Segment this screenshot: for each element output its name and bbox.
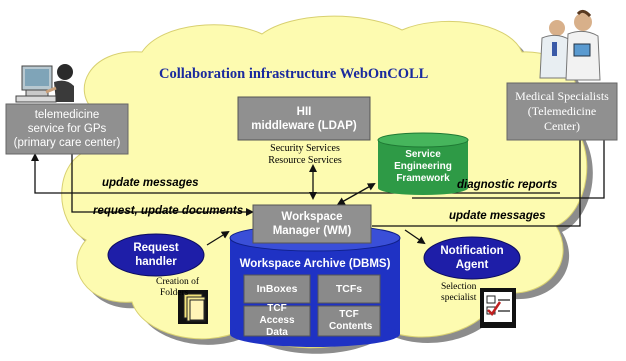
- archive-title: Workspace Archive (DBMS): [239, 258, 391, 270]
- wm-line-2: Manager (WM): [272, 225, 352, 237]
- cell-inboxes-text: InBoxes: [256, 283, 298, 295]
- request-handler-line-2: handler: [135, 256, 177, 268]
- cell-inboxes: InBoxes: [244, 275, 310, 303]
- selection-note: Selection specialist: [441, 282, 476, 304]
- specialist-box-label: Medical Specialists (Telemedicine Center…: [507, 83, 617, 140]
- flow-lines: [31, 136, 605, 246]
- specialist-line-1: Medical Specialists: [515, 89, 609, 103]
- request-handler-ellipse: [107, 233, 205, 277]
- cell-tcfs-bg: [317, 274, 381, 304]
- cell-tcfs-text: TCFs: [335, 283, 363, 295]
- gp-line-3: (primary care center): [13, 137, 121, 149]
- sef-label: Service Engineering Framework: [380, 144, 466, 190]
- cell-tcfs: TCFs: [318, 275, 380, 303]
- cell-tcf-access-text: TCF Access Data: [259, 303, 295, 338]
- services-line-2: Resource Services: [268, 155, 342, 166]
- archive-cells: [243, 274, 381, 337]
- checkbox-selection-icon: [480, 288, 516, 328]
- flow-wm-sef: [336, 183, 376, 205]
- specialist-box: [506, 82, 618, 141]
- wm-box: [252, 204, 372, 244]
- gp-line-1: telemedicine: [34, 109, 100, 121]
- sef-cylinder: [377, 132, 469, 195]
- flow-rh-wm: [206, 230, 230, 246]
- flow-label-update-right: update messages: [449, 210, 546, 222]
- flow-label-request-update: request, update documents: [93, 205, 244, 217]
- sef-line-1: Service: [405, 149, 441, 160]
- folders-icon: [178, 290, 208, 324]
- cell-tcf-access-bg: [243, 305, 311, 337]
- notification-agent-label: Notification Agent: [424, 237, 520, 279]
- request-handler-line-1: Request: [133, 242, 179, 254]
- gp-box-label: telemedicine service for GPs (primary ca…: [6, 104, 128, 154]
- flow-request-update: [71, 152, 254, 216]
- creation-note: Creation of Folders: [156, 277, 199, 299]
- flow-update-left: [31, 153, 560, 194]
- wm-label: Workspace Manager (WM): [253, 205, 371, 243]
- gp-line-2: service for GPs: [27, 123, 107, 135]
- flow-label-update-left: update messages: [102, 177, 199, 189]
- cell-tcf-contents: TCF Contents: [318, 306, 380, 336]
- cell-tcf-contents-text: TCF Contents: [329, 309, 373, 332]
- flow-update-right: [372, 140, 581, 227]
- selection-line-1: Selection: [441, 282, 477, 292]
- notification-agent-line-2: Agent: [455, 259, 489, 271]
- services-label: Security Services Resource Services: [250, 142, 360, 168]
- creation-line-2: Folders: [160, 288, 189, 298]
- flow-wm-na: [404, 229, 426, 245]
- hii-line-2: middleware (LDAP): [251, 119, 357, 132]
- services-line-1: Security Services: [270, 143, 340, 154]
- sef-line-3: Framework: [396, 173, 450, 184]
- doctor-at-computer-icon: [15, 64, 74, 103]
- selection-line-2: specialist: [441, 293, 477, 303]
- diagram-title: Collaboration infrastructure WebOnCOLL: [159, 66, 429, 82]
- medical-specialists-icon: [539, 9, 601, 81]
- notification-agent-ellipse: [423, 236, 521, 280]
- flow-diagnostic: [412, 136, 605, 199]
- hii-box: [237, 96, 371, 141]
- specialist-line-2: (Telemedicine: [527, 104, 597, 118]
- sef-line-2: Engineering: [394, 161, 452, 172]
- cell-tcf-access-data: TCF Access Data: [246, 303, 308, 338]
- request-handler-label: Request handler: [108, 234, 204, 276]
- creation-line-1: Creation of: [156, 277, 200, 287]
- hii-label: HII middleware (LDAP): [238, 97, 370, 140]
- specialist-line-3: Center): [544, 119, 580, 133]
- gp-box: [5, 103, 129, 155]
- cell-inboxes-bg: [243, 274, 311, 304]
- hii-line-1: HII: [296, 105, 312, 118]
- cell-tcf-contents-bg: [317, 305, 381, 337]
- notification-agent-line-1: Notification: [440, 245, 504, 257]
- flow-label-diagnostic: diagnostic reports: [457, 179, 558, 191]
- wm-line-1: Workspace: [281, 211, 343, 223]
